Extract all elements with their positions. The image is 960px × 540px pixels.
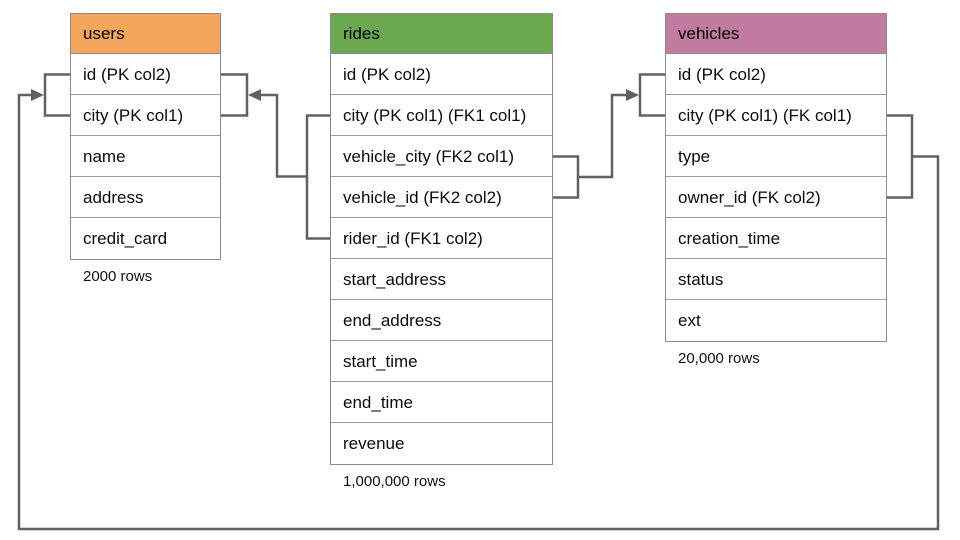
table-row-vehicle_city: vehicle_city (FK2 col1): [331, 136, 552, 177]
table-row-start_time: start_time: [331, 341, 552, 382]
table-row-type: type: [666, 136, 886, 177]
connector-rides-to-users: [259, 93, 307, 178]
table-vehicles-columns: id (PK col2)city (PK col1) (FK col1)type…: [666, 54, 886, 341]
table-vehicles: vehicles id (PK col2)city (PK col1) (FK …: [665, 13, 887, 367]
arrowhead-into-users-left: [31, 89, 44, 101]
rides-right-bracket: [553, 155, 580, 199]
table-row-rider_id: rider_id (FK1 col2): [331, 218, 552, 259]
table-vehicles-title: vehicles: [666, 14, 886, 54]
table-row-name: name: [71, 136, 220, 177]
rides-left-bracket: [305, 114, 330, 240]
vehicles-right-bracket: [887, 114, 914, 199]
table-row-creation_time: creation_time: [666, 218, 886, 259]
table-vehicles-rowcount: 20,000 rows: [678, 350, 760, 367]
arrowhead-into-vehicles-left: [626, 89, 639, 101]
table-row-start_address: start_address: [331, 259, 552, 300]
table-users-title: users: [71, 14, 220, 54]
table-rides-rowcount: 1,000,000 rows: [343, 473, 446, 490]
table-rides-columns: id (PK col2)city (PK col1) (FK1 col1)veh…: [331, 54, 552, 464]
table-row-vehicle_id: vehicle_id (FK2 col2): [331, 177, 552, 218]
table-row-revenue: revenue: [331, 423, 552, 464]
table-row-address: address: [71, 177, 220, 218]
users-right-bracket: [221, 73, 249, 117]
table-row-credit_card: credit_card: [71, 218, 220, 259]
table-row-id: id (PK col2): [71, 54, 220, 95]
table-row-city: city (PK col1) (FK col1): [666, 95, 886, 136]
table-row-end_address: end_address: [331, 300, 552, 341]
table-row-id: id (PK col2): [666, 54, 886, 95]
table-row-city: city (PK col1) (FK1 col1): [331, 95, 552, 136]
table-row-id: id (PK col2): [331, 54, 552, 95]
table-row-ext: ext: [666, 300, 886, 341]
users-left-bracket: [43, 73, 70, 117]
table-users-rowcount: 2000 rows: [83, 268, 153, 285]
table-row-city: city (PK col1): [71, 95, 220, 136]
vehicles-left-bracket: [638, 73, 665, 117]
table-row-end_time: end_time: [331, 382, 552, 423]
table-rides: rides id (PK col2)city (PK col1) (FK1 co…: [330, 13, 553, 490]
table-rides-title: rides: [331, 14, 552, 54]
connector-rides-to-vehicles: [578, 93, 628, 179]
table-row-status: status: [666, 259, 886, 300]
arrowhead-into-users-right: [248, 89, 261, 101]
table-row-owner_id: owner_id (FK col2): [666, 177, 886, 218]
